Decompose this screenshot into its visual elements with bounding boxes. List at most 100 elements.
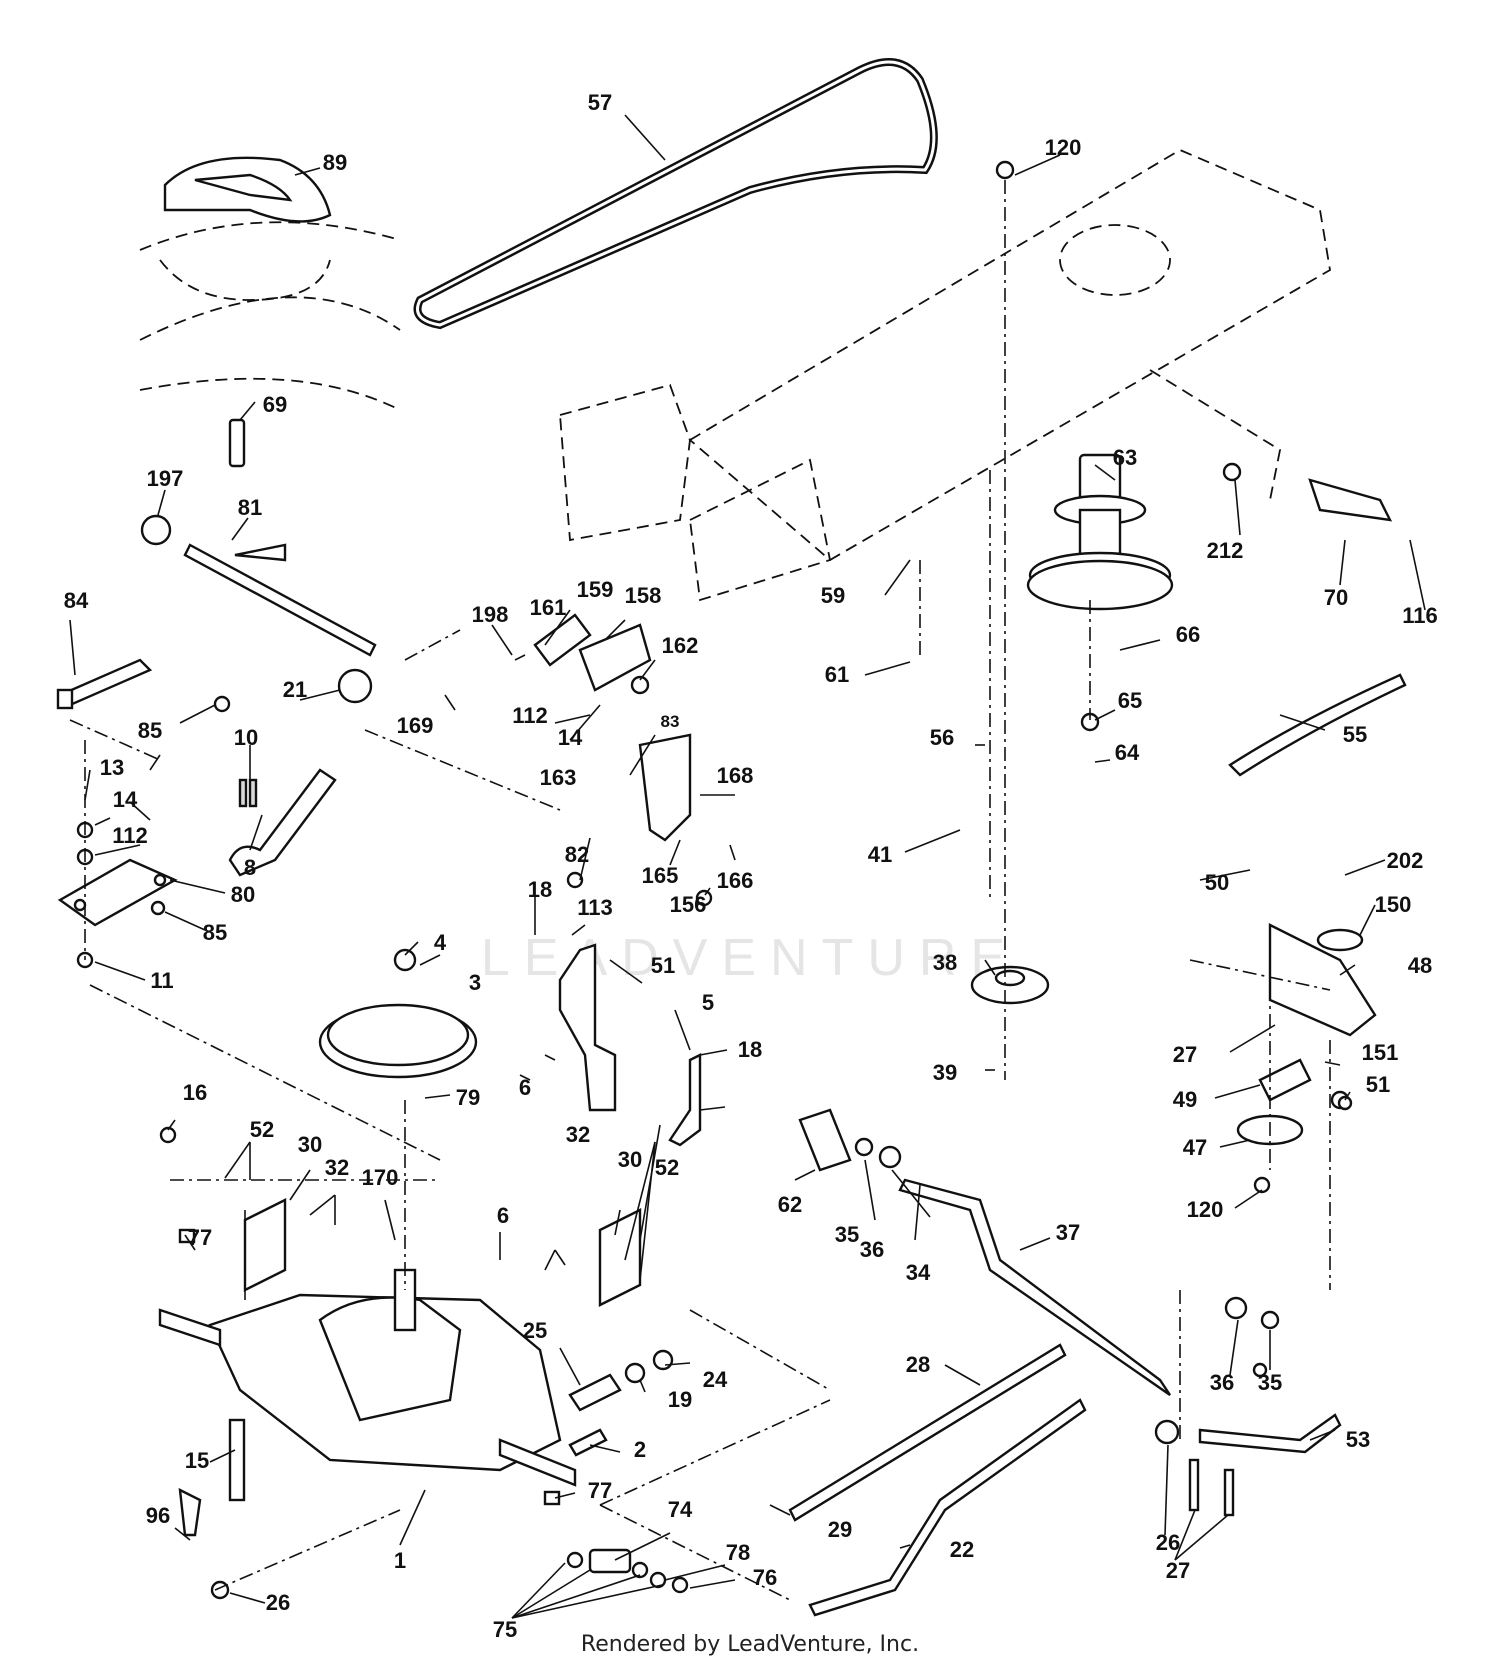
callout-29: 29 — [828, 1517, 852, 1542]
callout-96: 96 — [146, 1503, 170, 1528]
callout-83: 83 — [661, 712, 680, 731]
callout-47: 47 — [1183, 1135, 1207, 1160]
part-number-callouts: 57 89 120 69 197 81 84 85 21 10 13 14 11… — [64, 90, 1438, 1642]
callout-158: 158 — [625, 583, 662, 608]
callout-18: 18 — [528, 877, 552, 902]
callout-168: 168 — [717, 763, 754, 788]
callout-55: 55 — [1343, 722, 1367, 747]
callout-10: 10 — [234, 725, 258, 750]
callout-11: 11 — [150, 968, 173, 993]
callout-56: 56 — [930, 725, 954, 750]
callout-75: 75 — [493, 1617, 517, 1642]
callout-8: 8 — [244, 855, 256, 880]
callout-15: 15 — [185, 1448, 209, 1473]
callout-27: 27 — [1173, 1042, 1197, 1067]
callout-35: 35 — [835, 1222, 859, 1247]
callout-69: 69 — [263, 392, 287, 417]
callout-37: 37 — [1056, 1220, 1080, 1245]
callout-170: 170 — [362, 1165, 399, 1190]
callout-52: 52 — [250, 1117, 274, 1142]
callout-74: 74 — [668, 1497, 693, 1522]
callout-36-b: 36 — [1210, 1370, 1234, 1395]
callout-6: 6 — [519, 1075, 531, 1100]
spring-25 — [568, 1373, 622, 1412]
callout-112: 112 — [112, 823, 148, 848]
hardware — [76, 160, 1353, 1594]
callout-24: 24 — [703, 1367, 728, 1392]
callout-63: 63 — [1113, 445, 1137, 470]
callout-82: 82 — [565, 842, 589, 867]
callout-162: 162 — [662, 633, 699, 658]
callout-61: 61 — [825, 662, 849, 687]
callout-36: 36 — [860, 1237, 884, 1262]
callout-169: 169 — [397, 713, 434, 738]
callout-27-b: 27 — [1166, 1558, 1190, 1583]
brackets — [243, 478, 1393, 1307]
callout-78: 78 — [726, 1540, 750, 1565]
callout-4: 4 — [434, 930, 447, 955]
fender-slot — [194, 173, 293, 202]
callout-26: 26 — [266, 1590, 290, 1615]
callout-89: 89 — [323, 150, 347, 175]
callout-120: 120 — [1045, 135, 1082, 160]
callout-163: 163 — [540, 765, 577, 790]
drive-belt — [413, 58, 938, 330]
callout-116: 116 — [1402, 603, 1438, 628]
callout-85: 85 — [138, 718, 162, 743]
spring-2 — [568, 1428, 608, 1457]
callout-77-b: 77 — [588, 1478, 612, 1503]
callout-202: 202 — [1387, 848, 1424, 873]
callout-6-b: 6 — [497, 1203, 509, 1228]
callout-32: 32 — [325, 1155, 349, 1180]
callout-79: 79 — [456, 1085, 480, 1110]
callout-26-b: 26 — [1156, 1530, 1180, 1555]
callout-13: 13 — [100, 755, 124, 780]
callout-70: 70 — [1324, 585, 1348, 610]
callout-38: 38 — [933, 950, 957, 975]
callout-3: 3 — [469, 970, 481, 995]
callout-198: 198 — [472, 602, 509, 627]
callout-14-b: 14 — [558, 725, 583, 750]
callout-22: 22 — [950, 1537, 974, 1562]
callout-161: 161 — [530, 595, 567, 620]
callout-5: 5 — [702, 990, 714, 1015]
callout-81: 81 — [238, 495, 262, 520]
callout-48: 48 — [1408, 953, 1432, 978]
callout-112-b: 112 — [512, 703, 548, 728]
spring-55 — [1228, 673, 1407, 777]
callout-150: 150 — [1375, 892, 1412, 917]
callout-32-b: 32 — [566, 1122, 590, 1147]
callout-18-b: 18 — [738, 1037, 762, 1062]
rendered-by-footer: Rendered by LeadVenture, Inc. — [580, 1632, 920, 1657]
callout-34: 34 — [906, 1260, 931, 1285]
callout-197: 197 — [147, 466, 184, 491]
callout-57: 57 — [588, 90, 612, 115]
callout-52-b: 52 — [655, 1155, 679, 1180]
callout-2: 2 — [634, 1437, 646, 1462]
callout-30: 30 — [298, 1132, 322, 1157]
callout-151: 151 — [1362, 1040, 1399, 1065]
callout-28: 28 — [906, 1352, 930, 1377]
callout-212: 212 — [1207, 538, 1244, 563]
callout-120-b: 120 — [1187, 1197, 1224, 1222]
callout-85-b: 85 — [203, 920, 227, 945]
callout-41: 41 — [868, 842, 892, 867]
callout-166: 166 — [717, 868, 754, 893]
transaxle — [158, 1268, 577, 1600]
callout-84: 84 — [64, 588, 89, 613]
callout-113: 113 — [577, 895, 613, 920]
callout-156: 156 — [670, 892, 707, 917]
centerlines — [69, 180, 1331, 1601]
callout-159: 159 — [577, 577, 614, 602]
callout-53: 53 — [1346, 1427, 1370, 1452]
callout-51-b: 51 — [1366, 1072, 1390, 1097]
callout-77: 77 — [188, 1225, 212, 1250]
shift-linkage — [56, 418, 713, 927]
callout-62: 62 — [778, 1192, 802, 1217]
callout-19: 19 — [668, 1387, 692, 1412]
callout-76: 76 — [753, 1565, 777, 1590]
callout-66: 66 — [1176, 622, 1200, 647]
callout-65: 65 — [1118, 688, 1142, 713]
callout-50: 50 — [1205, 870, 1229, 895]
